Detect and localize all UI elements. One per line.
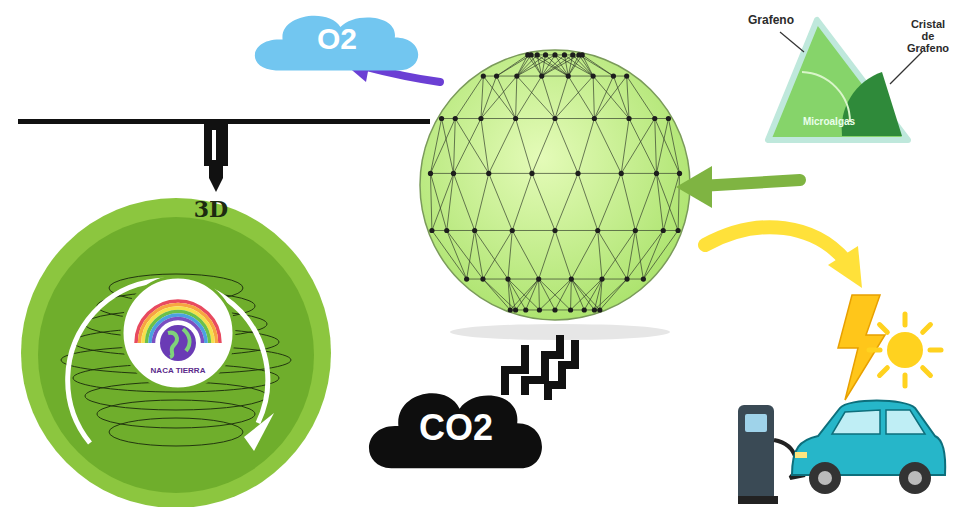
electric-car	[792, 401, 945, 495]
lightning-bolt	[838, 295, 885, 400]
logo-text: NACA TIERRA	[135, 367, 221, 376]
co2-arrows	[505, 335, 575, 400]
printer-bed	[18, 119, 430, 124]
printer-nozzle	[204, 124, 228, 192]
print-3d-label: 3D	[188, 197, 234, 221]
energy-arrow	[705, 227, 862, 288]
crystal-label: Cristal de Grafeno	[904, 18, 952, 54]
graphene-label: Grafeno	[740, 14, 802, 27]
geodesic-grid	[428, 52, 682, 312]
printed-earth-disc: 3D NACA TIERRA	[18, 193, 334, 507]
co2-cloud: CO2	[366, 380, 546, 476]
oxygen-cloud: O2	[252, 6, 422, 76]
gas-label: O2	[252, 22, 422, 55]
graphene-triangle: Grafeno Cristal de GrafenoMicroalgas	[732, 12, 954, 154]
geodesic-sphere	[420, 50, 690, 320]
graphene-arrow	[676, 166, 800, 208]
microalgae-label: Microalgas	[794, 116, 864, 127]
gas-label: CO2	[366, 408, 546, 448]
sun	[869, 314, 941, 386]
graphene-triangle-outline	[732, 12, 954, 154]
printed-earth-disc-outline	[18, 193, 334, 507]
